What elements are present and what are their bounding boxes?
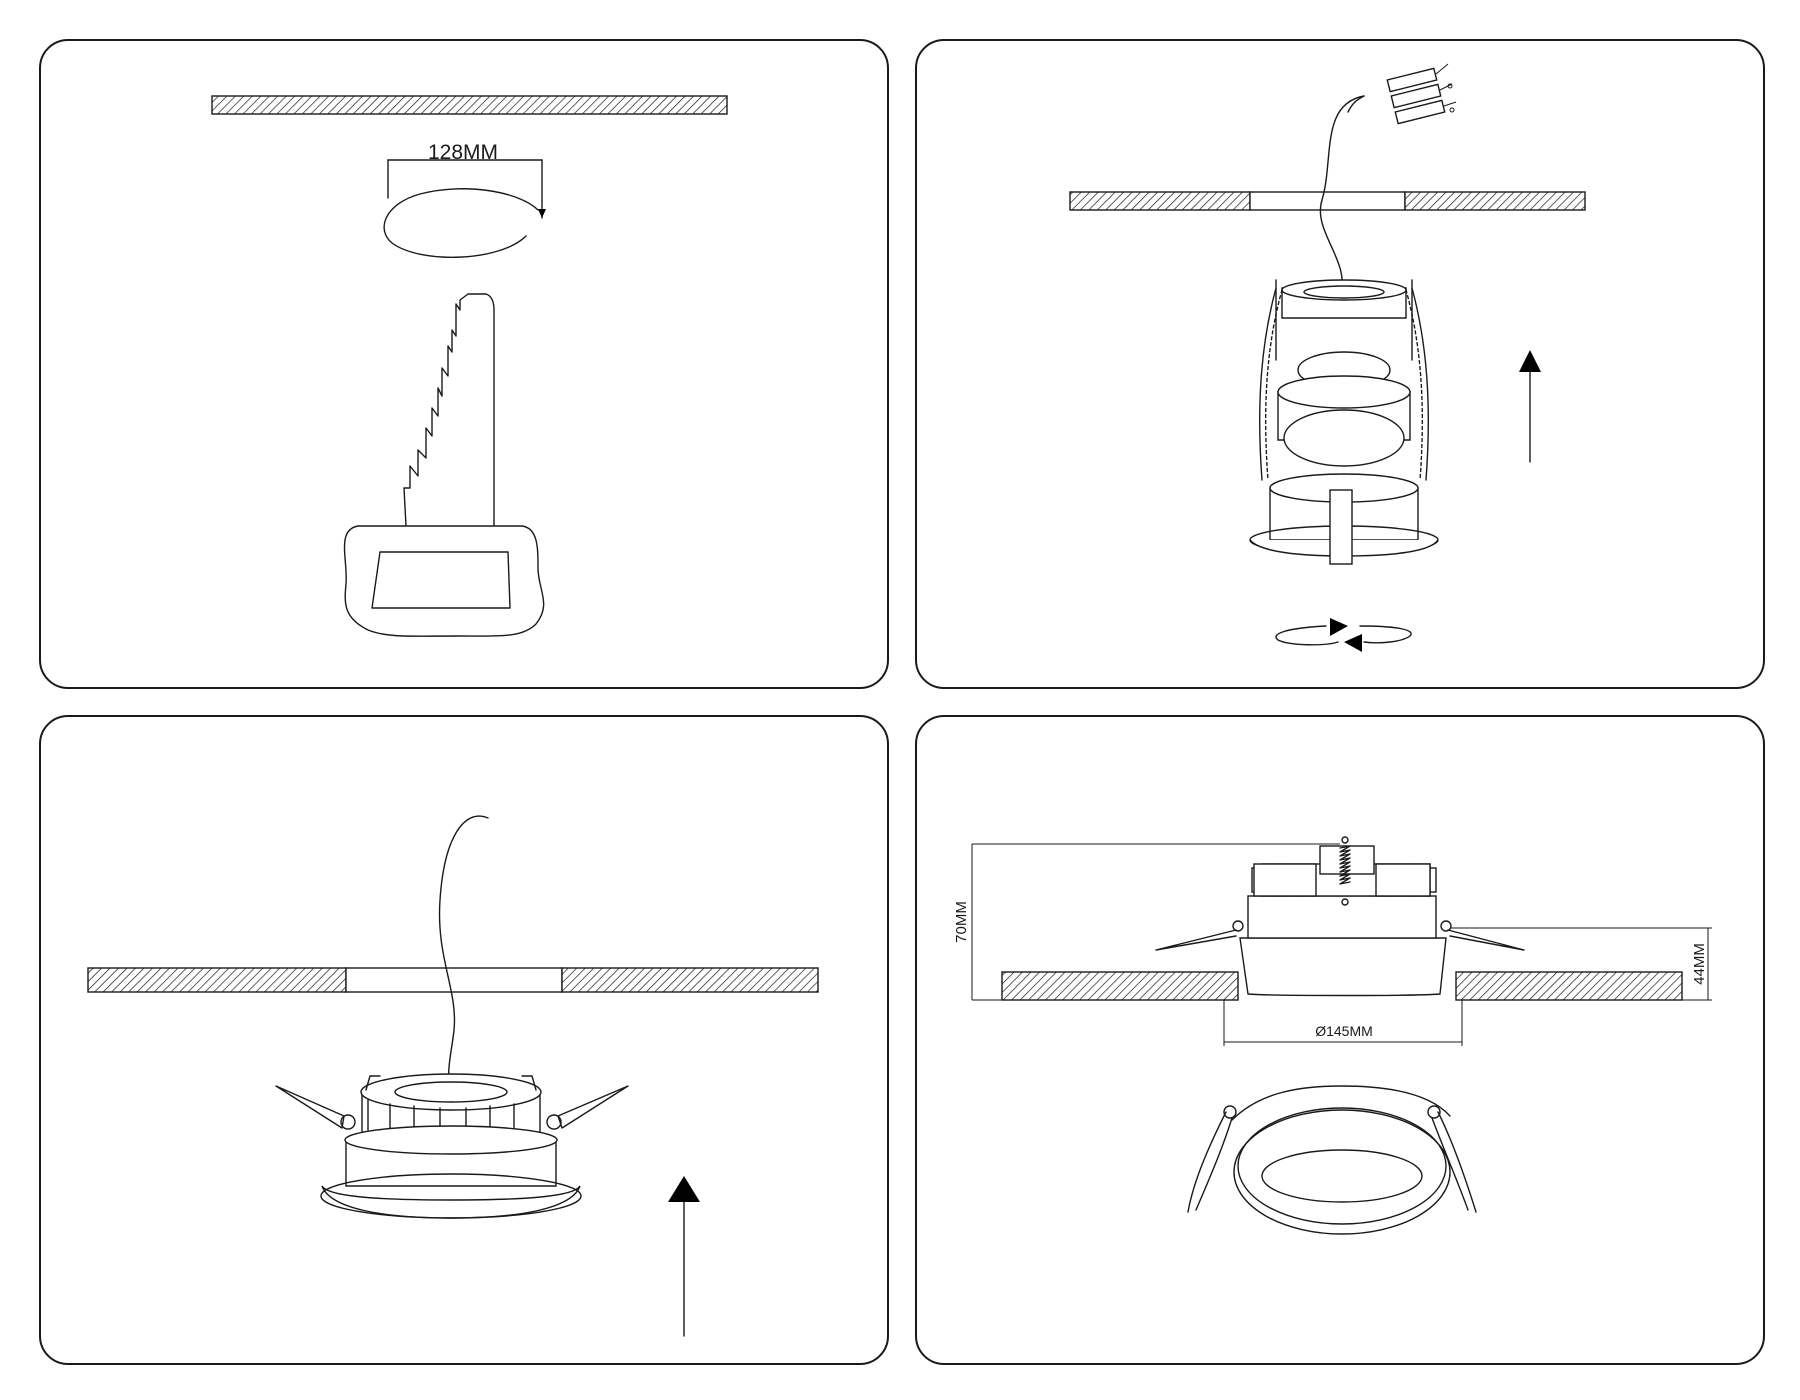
fixture-perspective-view xyxy=(1187,1085,1477,1235)
ceiling-board xyxy=(211,95,728,115)
rotate-arrows-icon xyxy=(1275,618,1412,652)
diameter-label: Ø145MM xyxy=(1315,1023,1373,1039)
step-1-frame xyxy=(39,39,889,689)
power-wire xyxy=(1319,95,1365,297)
spring-clips xyxy=(1259,287,1429,481)
ceiling-hole xyxy=(1249,191,1406,211)
ceiling-right xyxy=(561,967,819,993)
ceiling-hole xyxy=(345,967,563,993)
up-arrow-icon xyxy=(668,1176,700,1337)
step-4-panel: 70MM 44MM Ø145MM xyxy=(915,715,1765,1365)
ceiling-right xyxy=(1455,971,1683,1001)
step-1-panel: 128MM xyxy=(39,39,889,689)
diameter-dimension: Ø145MM xyxy=(1223,1000,1463,1046)
step-3-frame xyxy=(39,715,889,1365)
step-4-frame xyxy=(915,715,1765,1365)
fixture-side-view xyxy=(1155,836,1525,997)
height-dimension: 70MM xyxy=(953,843,1340,1001)
total-height-label: 70MM xyxy=(953,901,970,943)
cutout-size-label: 128MM xyxy=(428,141,498,164)
saw-icon xyxy=(343,293,545,637)
visible-height-label: 44MM xyxy=(1691,943,1708,985)
power-wire-tip xyxy=(1347,95,1365,113)
ceiling-left xyxy=(1069,191,1251,211)
ceiling-right xyxy=(1404,191,1586,211)
cut-circle-outline xyxy=(383,188,539,258)
ceiling-left xyxy=(1001,971,1239,1001)
cutout-dimension: 128MM xyxy=(387,141,546,219)
step-3-panel xyxy=(39,715,889,1365)
step-2-panel xyxy=(915,39,1765,689)
power-wire xyxy=(438,815,489,1091)
terminal-block-icon xyxy=(1386,63,1457,125)
downlight-body xyxy=(275,1073,629,1219)
ceiling-left xyxy=(87,967,347,993)
up-arrow-icon xyxy=(1519,350,1541,463)
visible-height-dimension: 44MM xyxy=(1450,927,1712,1001)
